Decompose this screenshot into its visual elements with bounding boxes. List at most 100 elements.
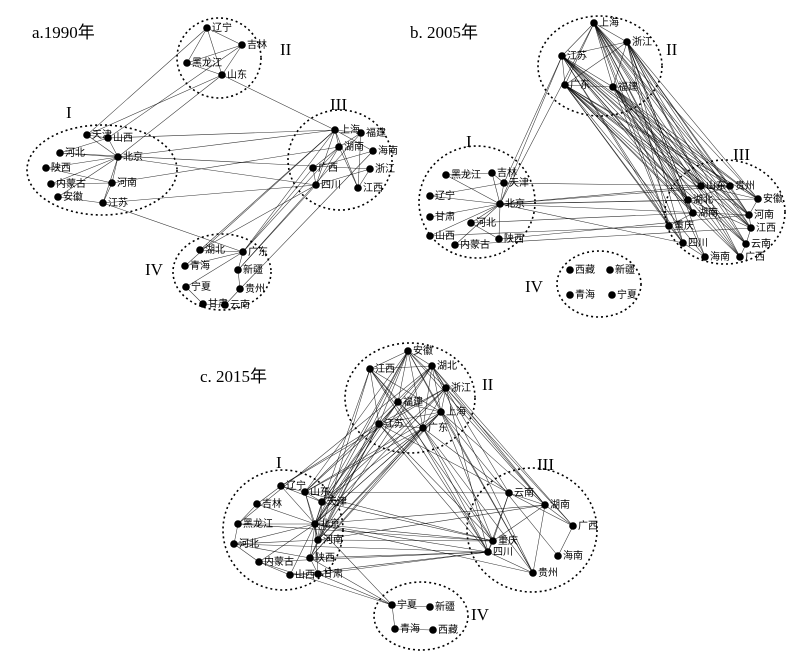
node-label: 湖南 bbox=[344, 140, 364, 153]
network-edge bbox=[317, 551, 489, 575]
network-node bbox=[419, 424, 427, 432]
network-edge bbox=[317, 501, 323, 541]
node-label: 广东 bbox=[248, 245, 268, 258]
group-label-ii: II bbox=[482, 375, 494, 394]
network-edge bbox=[317, 368, 371, 541]
node-label: 河南 bbox=[117, 176, 137, 189]
network-edge bbox=[321, 427, 424, 503]
network-edge bbox=[612, 86, 752, 229]
network-node bbox=[375, 420, 383, 428]
network-edge bbox=[338, 132, 362, 148]
network-edge bbox=[626, 41, 741, 258]
node-label: 河南 bbox=[323, 533, 343, 546]
node-label: 陕西 bbox=[315, 551, 335, 564]
network-edge bbox=[612, 86, 670, 227]
network-node bbox=[442, 384, 450, 392]
node-label: 宁夏 bbox=[191, 280, 211, 293]
group-ellipse bbox=[26, 124, 178, 216]
panel-2015: c. 2015年 II I III IV 安徽江西湖北浙江福建上海江苏广东辽宁山… bbox=[200, 342, 598, 651]
network-edge bbox=[309, 411, 442, 559]
network-edge bbox=[185, 251, 244, 288]
network-edge bbox=[612, 86, 702, 187]
node-label: 宁夏 bbox=[397, 598, 417, 611]
network-edge bbox=[304, 411, 442, 493]
network-edge bbox=[561, 55, 750, 216]
panel-1990: a.1990年 II I III IV 辽宁吉林黑龙江山东天津山西河北北京陕西内… bbox=[26, 17, 398, 311]
network-node bbox=[684, 196, 692, 204]
network-edge bbox=[499, 203, 684, 244]
node-label: 吉林 bbox=[247, 38, 267, 51]
network-edge bbox=[314, 523, 319, 575]
node-label: 北京 bbox=[505, 197, 525, 210]
node-label: 贵州 bbox=[245, 282, 265, 295]
network-edge bbox=[626, 41, 747, 245]
network-edge bbox=[233, 523, 316, 545]
network-node bbox=[590, 19, 598, 27]
network-edge bbox=[397, 350, 409, 403]
node-label: 福建 bbox=[366, 126, 386, 139]
network-edge bbox=[304, 427, 424, 493]
network-edge bbox=[258, 551, 489, 563]
network-edge bbox=[700, 185, 759, 200]
node-label: 湖南 bbox=[698, 206, 718, 219]
network-node bbox=[500, 179, 508, 187]
network-node bbox=[388, 601, 396, 609]
network-edge bbox=[242, 129, 336, 253]
network-edge bbox=[314, 523, 534, 574]
network-node bbox=[484, 548, 492, 556]
network-edge bbox=[304, 491, 510, 494]
network-node bbox=[238, 41, 246, 49]
network-edge bbox=[561, 55, 741, 258]
network-edge bbox=[422, 427, 489, 553]
node-label: 宁夏 bbox=[617, 288, 637, 301]
network-edge bbox=[564, 84, 689, 201]
network-node bbox=[394, 398, 402, 406]
network-edge bbox=[499, 185, 731, 205]
node-label: 江苏 bbox=[567, 49, 587, 62]
network-node bbox=[236, 285, 244, 293]
node-label: 安徽 bbox=[63, 190, 83, 203]
network-edge bbox=[454, 227, 752, 246]
network-edge bbox=[561, 55, 684, 244]
network-edge bbox=[184, 129, 336, 267]
network-edge bbox=[397, 401, 442, 413]
network-edge bbox=[237, 365, 433, 525]
network-edge bbox=[561, 41, 628, 57]
network-node bbox=[488, 169, 496, 177]
network-node bbox=[689, 209, 697, 217]
network-edge bbox=[503, 182, 731, 187]
network-edge bbox=[317, 573, 393, 606]
network-node bbox=[99, 199, 107, 207]
network-node bbox=[234, 266, 242, 274]
network-edge bbox=[561, 55, 752, 229]
network-edge bbox=[321, 350, 409, 503]
node-label: 黑龙江 bbox=[451, 168, 481, 181]
network-node bbox=[426, 232, 434, 240]
node-label: 河南 bbox=[754, 208, 774, 221]
network-edge bbox=[233, 543, 489, 553]
network-edge bbox=[237, 132, 362, 271]
node-label: 江苏 bbox=[384, 417, 404, 430]
network-edge bbox=[315, 129, 336, 186]
group-ellipse bbox=[664, 159, 786, 265]
network-node bbox=[277, 482, 285, 490]
node-label: 福建 bbox=[618, 80, 638, 93]
network-edge bbox=[59, 152, 371, 170]
network-edge bbox=[357, 132, 362, 189]
network-edge bbox=[612, 86, 741, 258]
node-label: 浙江 bbox=[375, 163, 395, 175]
network-edge bbox=[304, 491, 494, 542]
node-label: 江西 bbox=[756, 222, 776, 234]
network-edge bbox=[369, 368, 442, 413]
network-edge bbox=[321, 501, 494, 542]
network-edge bbox=[314, 523, 489, 553]
network-node bbox=[108, 179, 116, 187]
network-edge bbox=[206, 27, 223, 76]
panel-title-2015: c. 2015年 bbox=[200, 367, 267, 386]
network-edge bbox=[626, 41, 684, 244]
network-edge bbox=[454, 203, 501, 246]
network-node bbox=[42, 164, 50, 172]
network-edge bbox=[532, 504, 546, 574]
group-ellipse bbox=[418, 145, 536, 259]
network-edge bbox=[612, 86, 689, 201]
